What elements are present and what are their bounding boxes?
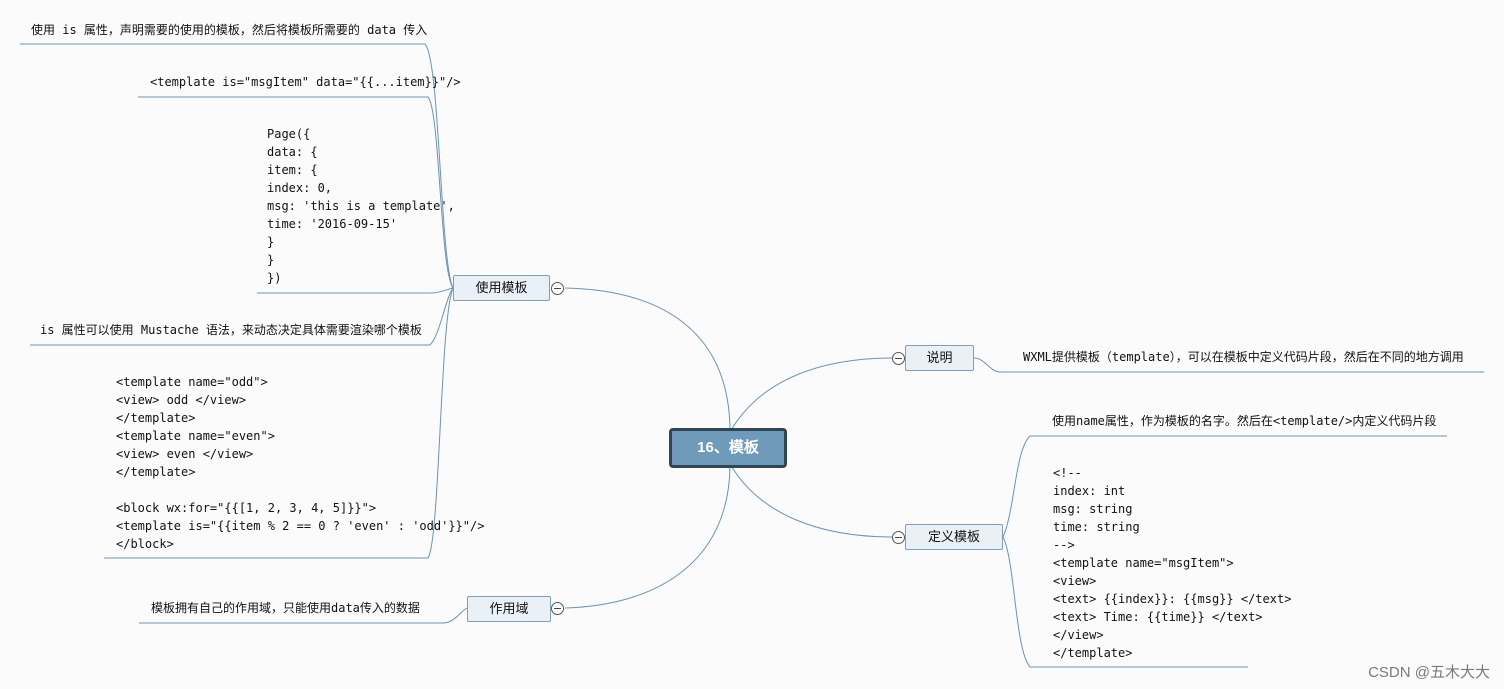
connector-root-define: [729, 463, 894, 538]
collapse-toggle-define-template[interactable]: [892, 531, 905, 544]
central-topic[interactable]: 16、模板: [669, 428, 787, 468]
connector-scope-leaf-1: [139, 607, 468, 624]
branch-scope[interactable]: 作用域: [467, 596, 551, 622]
connector-usage-leaf-1: [20, 43, 454, 289]
connector-define-leaf-1: [1002, 435, 1447, 538]
connector-usage-leaf-4: [30, 287, 454, 346]
connector-usage-leaf-2: [138, 96, 454, 289]
leaf-usage-odd-even-code[interactable]: <template name="odd"> <view> odd </view>…: [116, 375, 485, 551]
leaf-define-template-code[interactable]: <!-- index: int msg: string time: string…: [1053, 466, 1292, 660]
connector-root-intro: [729, 357, 894, 433]
connector-define-leaf-2: [1002, 536, 1248, 668]
watermark: CSDN @五木大大: [1368, 664, 1490, 681]
collapse-toggle-use-template[interactable]: [551, 282, 564, 295]
leaf-intro-description[interactable]: WXML提供模板（template），可以在模板中定义代码片段，然后在不同的地方…: [1023, 350, 1464, 364]
connector-usage-leaf-3: [257, 287, 454, 294]
branch-use-template[interactable]: 使用模板: [453, 275, 550, 301]
leaf-define-name-attribute[interactable]: 使用name属性，作为模板的名字。然后在<template/>内定义代码片段: [1052, 414, 1437, 428]
leaf-usage-is-attribute[interactable]: 使用 is 属性，声明需要的使用的模板，然后将模板所需要的 data 传入: [31, 23, 428, 37]
connector-intro-leaf-1: [973, 357, 1484, 373]
connector-root-usage: [564, 287, 731, 433]
leaf-usage-template-tag[interactable]: <template is="msgItem" data="{{...item}}…: [150, 75, 461, 89]
connector-root-scope: [564, 463, 731, 609]
leaf-scope-description[interactable]: 模板拥有自己的作用域，只能使用data传入的数据: [151, 601, 420, 615]
leaf-usage-page-code[interactable]: Page({ data: { item: { index: 0, msg: 't…: [267, 127, 455, 285]
leaf-usage-mustache[interactable]: is 属性可以使用 Mustache 语法，来动态决定具体需要渲染哪个模板: [40, 323, 422, 337]
collapse-toggle-scope[interactable]: [551, 602, 564, 615]
branch-intro[interactable]: 说明: [905, 345, 974, 371]
connector-usage-leaf-5: [104, 287, 454, 559]
collapse-toggle-intro[interactable]: [892, 352, 905, 365]
branch-define-template[interactable]: 定义模板: [905, 524, 1003, 550]
